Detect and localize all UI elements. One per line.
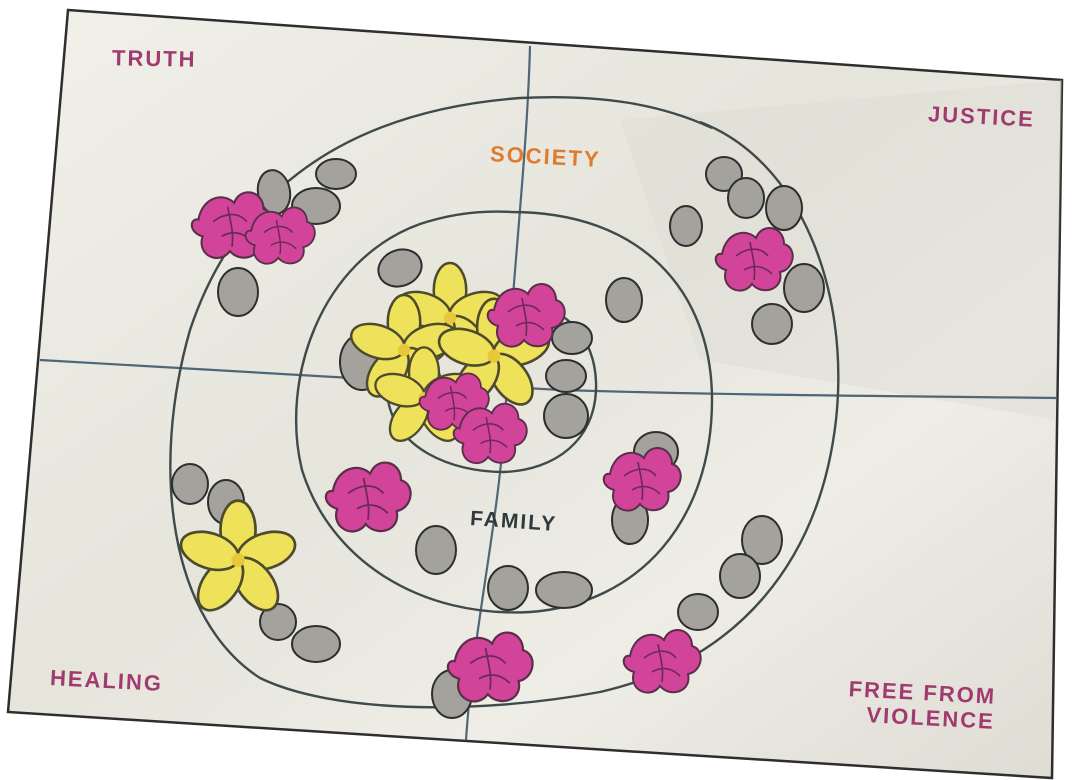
stone-icon xyxy=(488,566,528,610)
stone-icon xyxy=(766,186,802,230)
stone-icon xyxy=(316,159,356,189)
stone-icon xyxy=(218,268,258,316)
stone-icon xyxy=(678,594,718,630)
stone-icon xyxy=(720,554,760,598)
stone-icon xyxy=(536,572,592,608)
stone-icon xyxy=(544,394,588,438)
stone-icon xyxy=(728,178,764,218)
stone-icon xyxy=(784,264,824,312)
stone-icon xyxy=(670,206,702,246)
stone-icon xyxy=(416,526,456,574)
label-truth: TRUTH xyxy=(112,45,197,72)
stone-icon xyxy=(752,304,792,344)
stone-icon xyxy=(546,360,586,392)
stone-icon xyxy=(172,464,208,504)
stone-icon xyxy=(292,626,340,662)
stone-icon xyxy=(606,278,642,322)
label-free-from-violence: FREE FROM VIOLENCE xyxy=(847,676,997,734)
